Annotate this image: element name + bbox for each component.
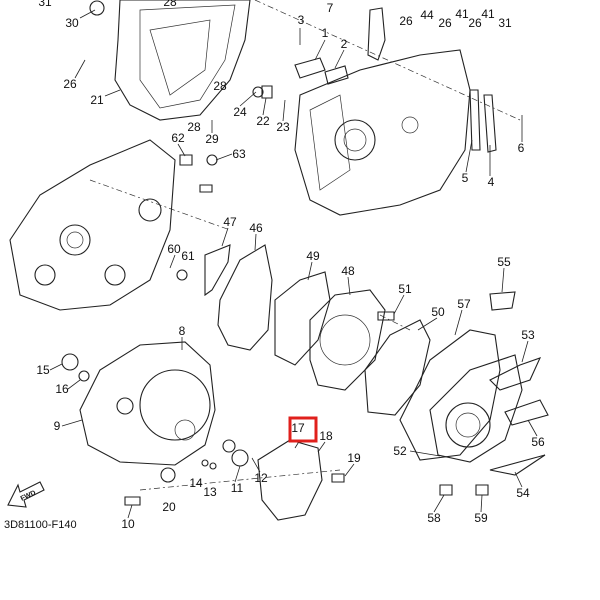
cover-57 <box>399 329 501 461</box>
callout-22: 22 <box>256 114 270 128</box>
crankcase-right <box>294 49 471 216</box>
callout-48: 48 <box>341 264 355 278</box>
callout-31: 31 <box>38 0 52 9</box>
callout-28: 28 <box>213 79 227 93</box>
callout-60: 60 <box>167 242 181 256</box>
callout-18: 18 <box>319 429 333 443</box>
callout-30: 30 <box>65 16 79 30</box>
callout-7: 7 <box>327 1 334 15</box>
plug-15 <box>61 353 79 371</box>
callout-61: 61 <box>181 249 195 263</box>
callout-26: 26 <box>63 77 77 91</box>
part-47 <box>204 244 231 297</box>
callout-15: 15 <box>36 363 50 377</box>
callout-4: 4 <box>488 175 495 189</box>
callout-49: 49 <box>306 249 320 263</box>
gasket-50 <box>364 319 431 416</box>
callout-56: 56 <box>531 435 545 449</box>
callout-12: 12 <box>254 471 268 485</box>
fwd-arrow-icon: FWD <box>7 481 45 508</box>
oil-seal-30 <box>89 0 105 16</box>
callout-28: 28 <box>187 120 201 134</box>
leader-lines <box>49 9 538 519</box>
callout-29: 29 <box>205 132 219 146</box>
callout-47: 47 <box>223 215 237 229</box>
callout-50: 50 <box>431 305 445 319</box>
callout-17: 17 <box>291 421 305 435</box>
callout-9: 9 <box>54 419 61 433</box>
callout-16: 16 <box>55 382 69 396</box>
part-1 <box>294 57 326 79</box>
callout-53: 53 <box>521 328 535 342</box>
gasket-49 <box>274 271 331 366</box>
callout-19: 19 <box>347 451 361 465</box>
callout-55: 55 <box>497 255 511 269</box>
callout-51: 51 <box>398 282 412 296</box>
callout-14: 14 <box>189 476 203 490</box>
crankcase-left <box>9 139 176 311</box>
crankcase-cover-21 <box>114 0 251 121</box>
callout-44: 44 <box>420 8 434 22</box>
callout-13: 13 <box>203 485 217 499</box>
callout-21: 21 <box>90 93 104 107</box>
callout-63: 63 <box>232 147 246 161</box>
callout-24: 24 <box>233 105 247 119</box>
callout-28: 28 <box>163 0 177 9</box>
callout-3: 3 <box>298 13 305 27</box>
callout-62: 62 <box>171 131 185 145</box>
part-54 <box>489 454 546 476</box>
callout-11: 11 <box>231 481 244 495</box>
callout-20: 20 <box>162 500 176 514</box>
diagram-code: 3D81100-F140 <box>4 519 77 531</box>
callout-5: 5 <box>462 171 469 185</box>
gasket-53 <box>489 357 542 391</box>
callout-26: 26 <box>399 14 413 28</box>
callout-58: 58 <box>427 511 441 525</box>
part-56 <box>504 399 549 426</box>
part-55 <box>489 291 516 311</box>
callout-23: 23 <box>276 120 290 134</box>
callout-31: 31 <box>498 16 512 30</box>
cover-52 <box>429 354 523 463</box>
callout-1: 1 <box>322 26 329 40</box>
callout-6: 6 <box>518 141 525 155</box>
part-2 <box>324 65 349 85</box>
part-7 <box>367 7 386 61</box>
gasket-46 <box>217 244 273 351</box>
callout-46: 46 <box>249 221 263 235</box>
plate-48 <box>309 289 386 391</box>
callout-59: 59 <box>474 511 488 525</box>
callout-41: 41 <box>481 7 495 21</box>
callout-10: 10 <box>121 517 135 531</box>
callout-54: 54 <box>516 486 530 500</box>
callout-52: 52 <box>393 444 407 458</box>
callout-26: 26 <box>468 16 482 30</box>
highlight-box <box>288 416 318 443</box>
callout-8: 8 <box>179 324 186 338</box>
callout-57: 57 <box>457 297 471 311</box>
clutch-cover-9 <box>79 341 216 466</box>
callout-2: 2 <box>341 37 348 51</box>
callout-41: 41 <box>455 7 469 21</box>
callout-26: 26 <box>438 16 452 30</box>
